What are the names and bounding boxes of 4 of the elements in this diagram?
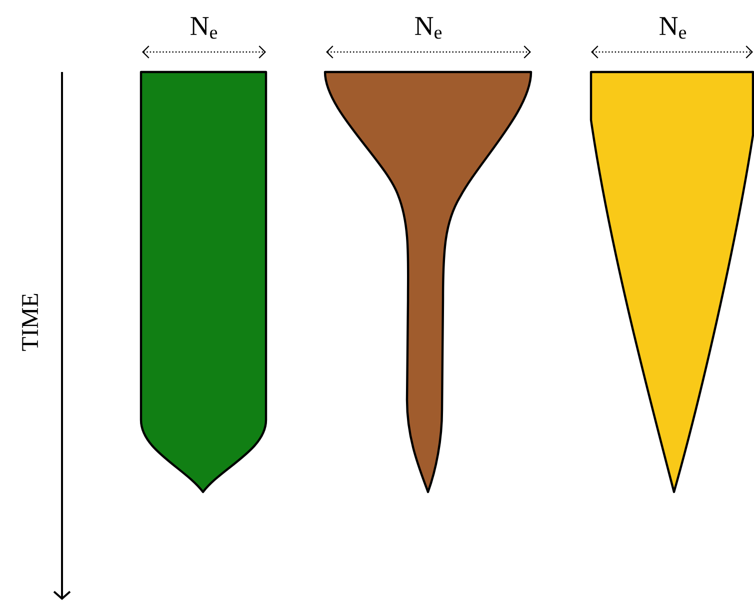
dimension-label: N$_{e}$ bbox=[190, 17, 218, 39]
axis-label: TIME bbox=[22, 294, 38, 351]
dimension-label: N$_{e}$ bbox=[415, 17, 442, 39]
dimension-label: N$_{e}$ bbox=[660, 17, 686, 39]
